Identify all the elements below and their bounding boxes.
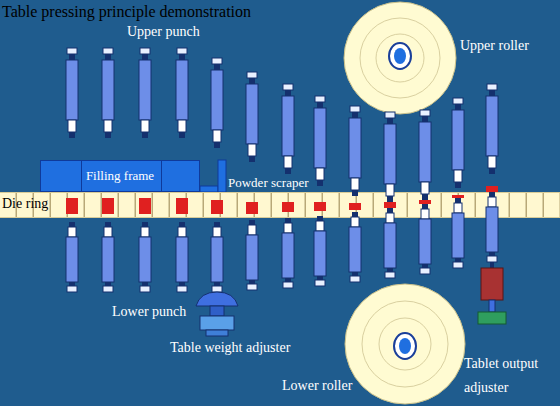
upper-roller [344,2,456,114]
part-label: Die ring [2,196,48,213]
box-text: Filling frame [86,168,154,184]
part-label: Powder scraper [228,175,309,191]
upper-punches [66,48,498,202]
part-label: Lower punch [112,304,186,321]
part-label: Lower roller [282,378,352,395]
diagram-title: Table pressing principle demonstration [2,2,251,21]
die-ring [0,192,560,218]
frame-divider [161,161,162,191]
frame-step [200,186,218,192]
part-label: Tablet output adjuster [464,352,556,400]
part-label: Upper punch [127,24,200,41]
part-label: Upper roller [460,38,529,55]
lower-punches [66,192,498,292]
weight-adjuster [196,292,238,336]
part-label: Table weight adjuster [170,340,290,357]
output-adjuster [478,262,506,324]
filling-frame-box: Filling frame [40,160,200,192]
powder-scraper [218,160,226,192]
frame-divider [81,161,82,191]
lower-roller [345,284,465,404]
